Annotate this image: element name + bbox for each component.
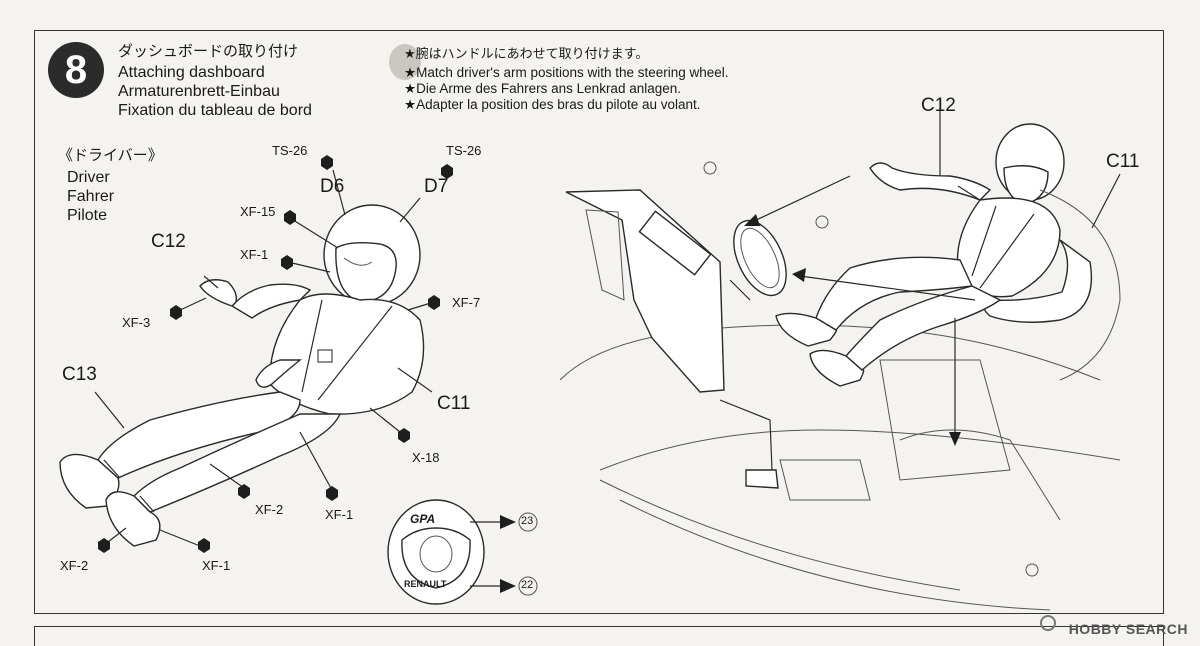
label-xf3: XF-3 bbox=[122, 315, 151, 330]
step-title-en: Attaching dashboard bbox=[118, 64, 265, 81]
watermark-icon bbox=[1040, 615, 1056, 631]
helmet-decal-view bbox=[387, 499, 538, 605]
label-d6: D6 bbox=[320, 176, 345, 197]
hex-marker bbox=[198, 538, 210, 553]
driver-heading-fr: Pilote bbox=[67, 207, 108, 224]
leader-lines bbox=[94, 169, 435, 547]
label-ts26-left: TS-26 bbox=[272, 143, 308, 158]
hex-marker bbox=[284, 210, 296, 225]
label-c12-left: C12 bbox=[151, 231, 186, 252]
label-x18: X-18 bbox=[412, 450, 440, 465]
hex-marker bbox=[170, 305, 182, 320]
label-c11-right: C11 bbox=[1106, 151, 1140, 172]
next-step-frame bbox=[34, 626, 1164, 646]
note-fr: ★Adapter la position des bras du pilote … bbox=[404, 97, 701, 112]
label-xf2-b: XF-2 bbox=[60, 558, 89, 573]
hex-marker bbox=[238, 484, 250, 499]
hex-marker bbox=[98, 538, 110, 553]
label-ts26-right: TS-26 bbox=[446, 143, 482, 158]
driver-heading-de: Fahrer bbox=[67, 188, 115, 205]
note-highlight-blob bbox=[389, 44, 421, 80]
label-xf1-a: XF-1 bbox=[240, 247, 269, 262]
helmet-decal-gpa: GPA bbox=[410, 512, 436, 526]
label-xf2-a: XF-2 bbox=[255, 502, 284, 517]
hex-marker bbox=[321, 155, 333, 170]
watermark-text: HOBBY SEARCH bbox=[1068, 621, 1188, 637]
step-title-de: Armaturenbrett-Einbau bbox=[118, 83, 280, 100]
decal-number-23: 23 bbox=[521, 515, 534, 527]
label-c12-right: C12 bbox=[921, 95, 956, 116]
hex-marker bbox=[326, 486, 338, 501]
paint-markers bbox=[98, 155, 453, 553]
hex-marker bbox=[398, 428, 410, 443]
note-ja: ★腕はハンドルにあわせて取り付けます。 bbox=[404, 47, 649, 62]
label-xf1-b: XF-1 bbox=[325, 507, 354, 522]
note-de: ★Die Arme des Fahrers ans Lenkrad anlage… bbox=[404, 81, 682, 96]
hex-marker bbox=[441, 164, 453, 179]
label-d7: D7 bbox=[424, 176, 449, 197]
helmet-decal-renault: RENAULT bbox=[404, 579, 447, 589]
step-number-badge: 8 bbox=[48, 42, 104, 98]
hex-marker bbox=[428, 295, 440, 310]
car-assembly bbox=[559, 98, 1121, 611]
label-xf7: XF-7 bbox=[452, 295, 481, 310]
label-c13: C13 bbox=[62, 364, 97, 385]
step-title-fr: Fixation du tableau de bord bbox=[118, 102, 312, 119]
driver-heading-ja: 《ドライバー》 bbox=[58, 146, 163, 164]
driver-heading-en: Driver bbox=[67, 169, 110, 186]
step-title-ja: ダッシュボードの取り付け bbox=[118, 42, 299, 60]
label-c11-left: C11 bbox=[437, 393, 471, 414]
note-en: ★Match driver's arm positions with the s… bbox=[404, 65, 729, 80]
hex-marker bbox=[281, 255, 293, 270]
instruction-frame bbox=[34, 30, 1164, 614]
decal-number-22: 22 bbox=[521, 579, 534, 591]
label-xf15: XF-15 bbox=[240, 204, 276, 219]
driver-figure bbox=[59, 204, 425, 547]
label-xf1-c: XF-1 bbox=[202, 558, 231, 573]
